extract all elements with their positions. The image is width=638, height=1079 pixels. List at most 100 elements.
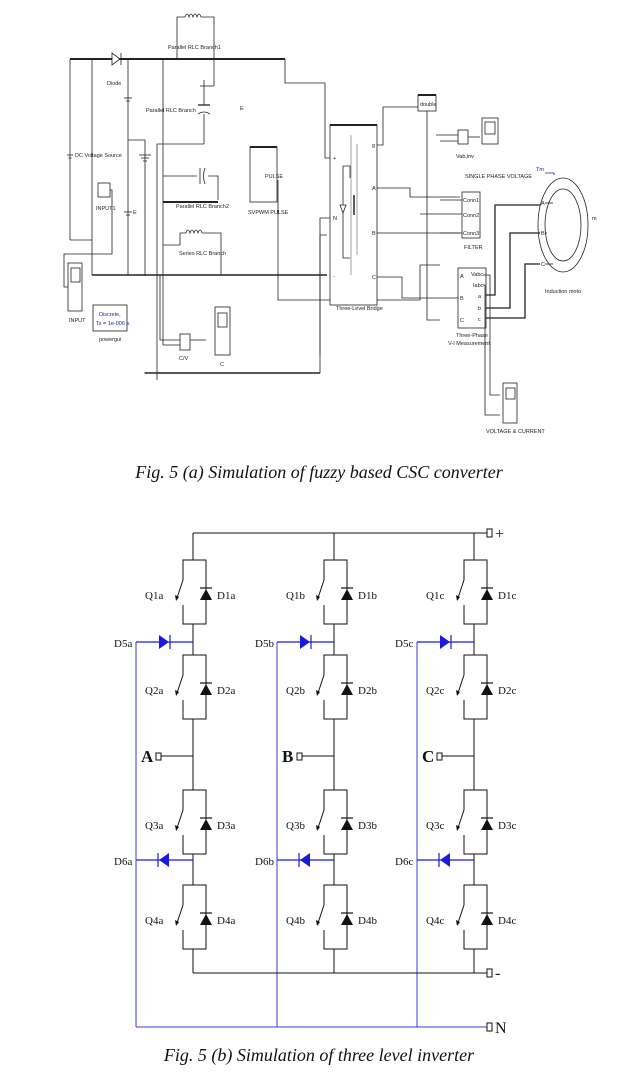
clamp-label: D5c xyxy=(395,638,413,650)
clamp-label: D5a xyxy=(114,638,132,650)
diode-icon xyxy=(200,914,212,925)
diode-icon xyxy=(200,819,212,830)
figure-a-caption: Fig. 5 (a) Simulation of fuzzy based CSC… xyxy=(135,462,503,482)
meas-port-b: B xyxy=(460,296,464,302)
clamp-label: D6a xyxy=(114,856,132,868)
label-c-scope: C xyxy=(220,362,224,368)
bridge-port-n: N xyxy=(333,216,337,222)
switch-label: Q3a xyxy=(145,820,163,832)
simulink-model-diagram: Parallel RLC Branch1 Diode Parallel RLC … xyxy=(63,13,597,435)
label-vab-inv: Vab,inv xyxy=(456,154,474,160)
clamp-diode-upper-icon xyxy=(159,635,169,649)
switch-label: Q2c xyxy=(426,685,444,697)
switch-label: Q2a xyxy=(145,685,163,697)
label-svpwm-pulse: SVPWM PULSE xyxy=(248,210,289,216)
label-input1: INPUT1 xyxy=(96,206,116,212)
diode-label: D2c xyxy=(498,685,516,697)
diode-icon xyxy=(481,914,493,925)
label-tm: Tm xyxy=(536,167,544,173)
switch-cell: Q1b D1b xyxy=(286,559,377,625)
diode-label: D3a xyxy=(217,820,235,832)
meas-port-out-b: b xyxy=(478,306,481,312)
bridge-port-b: B xyxy=(372,231,376,237)
filter-port-conn2: Conn2 xyxy=(463,213,479,219)
bridge-port-c: C xyxy=(372,275,376,281)
diode-block xyxy=(111,52,122,66)
switch-label: Q1c xyxy=(426,590,444,602)
figure-b-caption: Fig. 5 (b) Simulation of three level inv… xyxy=(163,1045,475,1065)
label-powergui: powergui xyxy=(99,337,121,343)
label-voltage-current-scope: VOLTAGE & CURRENT xyxy=(486,429,545,435)
switch-cell: Q2b D2b xyxy=(286,654,377,720)
switch-cell: Q4c D4c xyxy=(426,884,516,950)
diode-label: D2b xyxy=(358,685,377,697)
diode-label: D2a xyxy=(217,685,235,697)
label-filter: FILTER xyxy=(464,245,483,251)
meas-port-iabc: Iabc xyxy=(473,283,484,289)
diode-icon xyxy=(341,684,353,695)
switch-cell: Q3c D3c xyxy=(426,789,516,855)
switch-cell: Q3a D3a xyxy=(145,789,235,855)
filter-port-conn3: Conn3 xyxy=(463,231,479,237)
filter-port-conn1: Conn1 xyxy=(463,198,479,204)
diode-icon xyxy=(481,589,493,600)
bridge-port-g: g xyxy=(372,143,375,149)
label-e: E xyxy=(240,106,244,112)
motor-port-a: A xyxy=(541,201,545,207)
clamp-diode-lower-icon xyxy=(159,853,169,867)
label-parallel-rlc-branch: Parallel RLC Branch xyxy=(146,108,196,114)
switch-label: Q3b xyxy=(286,820,305,832)
clamp-label: D6b xyxy=(255,856,274,868)
diode-label: D3c xyxy=(498,820,516,832)
label-meas-line1: Three-Phase xyxy=(456,333,488,339)
label-double: double xyxy=(420,102,437,108)
neutral-terminal xyxy=(486,1022,493,1032)
clamp-diode-lower-icon xyxy=(300,853,310,867)
switch-label: Q4c xyxy=(426,915,444,927)
label-parallel-rlc-branch2: Parallel RLC Branch2 xyxy=(176,204,229,210)
label-cv: C/V xyxy=(179,356,189,362)
label-powergui-line2: Ts = 1e-006 s. xyxy=(96,321,131,327)
switch-label: Q1b xyxy=(286,590,305,602)
clamp-diode-upper-icon xyxy=(300,635,310,649)
diode-label: D4c xyxy=(498,915,516,927)
switch-label: Q3c xyxy=(426,820,444,832)
switch-cell: Q2a D2a xyxy=(145,654,235,720)
diode-icon xyxy=(481,819,493,830)
diode-label: D1a xyxy=(217,590,235,602)
output-terminal-label: A xyxy=(141,747,154,766)
switch-label: Q1a xyxy=(145,590,163,602)
meas-port-vabc: Vabc xyxy=(471,272,483,278)
label-e-small: E xyxy=(133,210,137,216)
motor-port-b: B xyxy=(541,231,545,237)
diode-label: D1b xyxy=(358,590,377,602)
label-meas-line2: V-I Measurement xyxy=(448,341,490,347)
diode-icon xyxy=(341,914,353,925)
diode-icon xyxy=(341,589,353,600)
label-three-level-bridge: Three-Level Bridge xyxy=(336,306,383,312)
diode-label: D4a xyxy=(217,915,235,927)
rail-label-negative: - xyxy=(495,965,500,982)
clamp-diode-lower-icon xyxy=(440,853,450,867)
bridge-port-a: A xyxy=(372,186,376,192)
switch-label: Q4b xyxy=(286,915,305,927)
diode-icon xyxy=(200,684,212,695)
switch-label: Q2b xyxy=(286,685,305,697)
label-diode: Diode xyxy=(107,81,121,87)
clamp-label: D6c xyxy=(395,856,413,868)
motor-port-c: C xyxy=(541,262,545,268)
output-terminal-label: B xyxy=(282,747,293,766)
rail-label-positive: + xyxy=(495,526,504,543)
label-m-out: m xyxy=(592,216,597,222)
label-induction-motor: Induction moto xyxy=(545,289,581,295)
diode-icon xyxy=(481,684,493,695)
